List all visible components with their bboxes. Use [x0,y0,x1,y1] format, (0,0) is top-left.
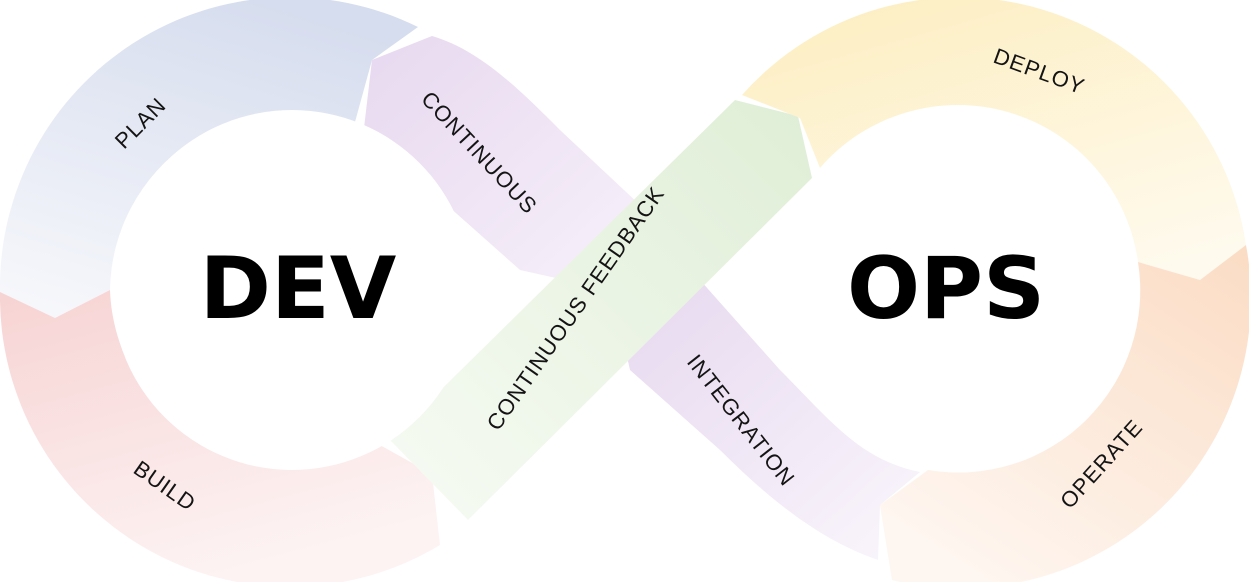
dev-hole [112,110,472,470]
ops-hole [778,110,1138,470]
continuous-feedback-segment [390,100,812,520]
operate-segment [880,245,1249,582]
integration-segment [612,280,920,560]
ops-title: OPS [847,239,1045,339]
plan-segment [0,0,418,318]
dev-title: DEV [200,239,397,339]
continuous-segment [364,36,640,290]
deploy-segment [742,0,1246,280]
build-segment [0,290,440,582]
